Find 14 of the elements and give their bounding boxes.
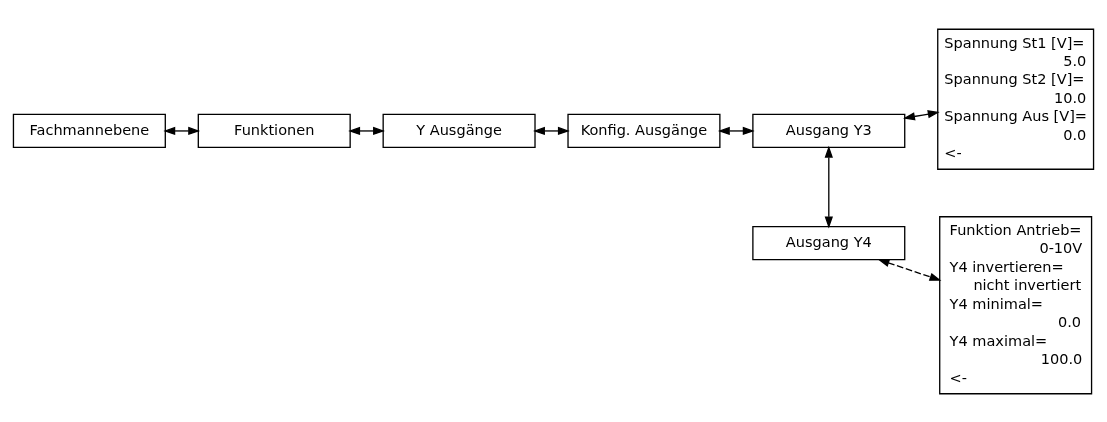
arrow bbox=[533, 126, 570, 135]
node-box: Funktion Antrieb= 0-10V Y4 invertieren= nicht invertiert Y4 minimal= 0.0 Y4 maximal= 100.0 <- bbox=[939, 215, 1093, 394]
node-box: Fachmannebene bbox=[12, 113, 166, 148]
arrow bbox=[348, 126, 385, 135]
node-box: Spannung St1 [V]= 5.0 Spannung St2 [V]= 10.0 Spannung Aus [V]= 0.0 <- bbox=[937, 28, 1095, 170]
node-box: Ausgang Y4 bbox=[752, 225, 906, 260]
arrow bbox=[824, 145, 833, 229]
arrow bbox=[163, 126, 201, 135]
node-box: Y Ausgänge bbox=[382, 113, 536, 148]
node-box: Funktionen bbox=[197, 113, 351, 148]
node-box: Ausgang Y3 bbox=[752, 113, 906, 148]
arrow bbox=[717, 126, 755, 135]
node-box: Konfig. Ausgänge bbox=[567, 113, 721, 148]
arrow bbox=[877, 258, 942, 281]
